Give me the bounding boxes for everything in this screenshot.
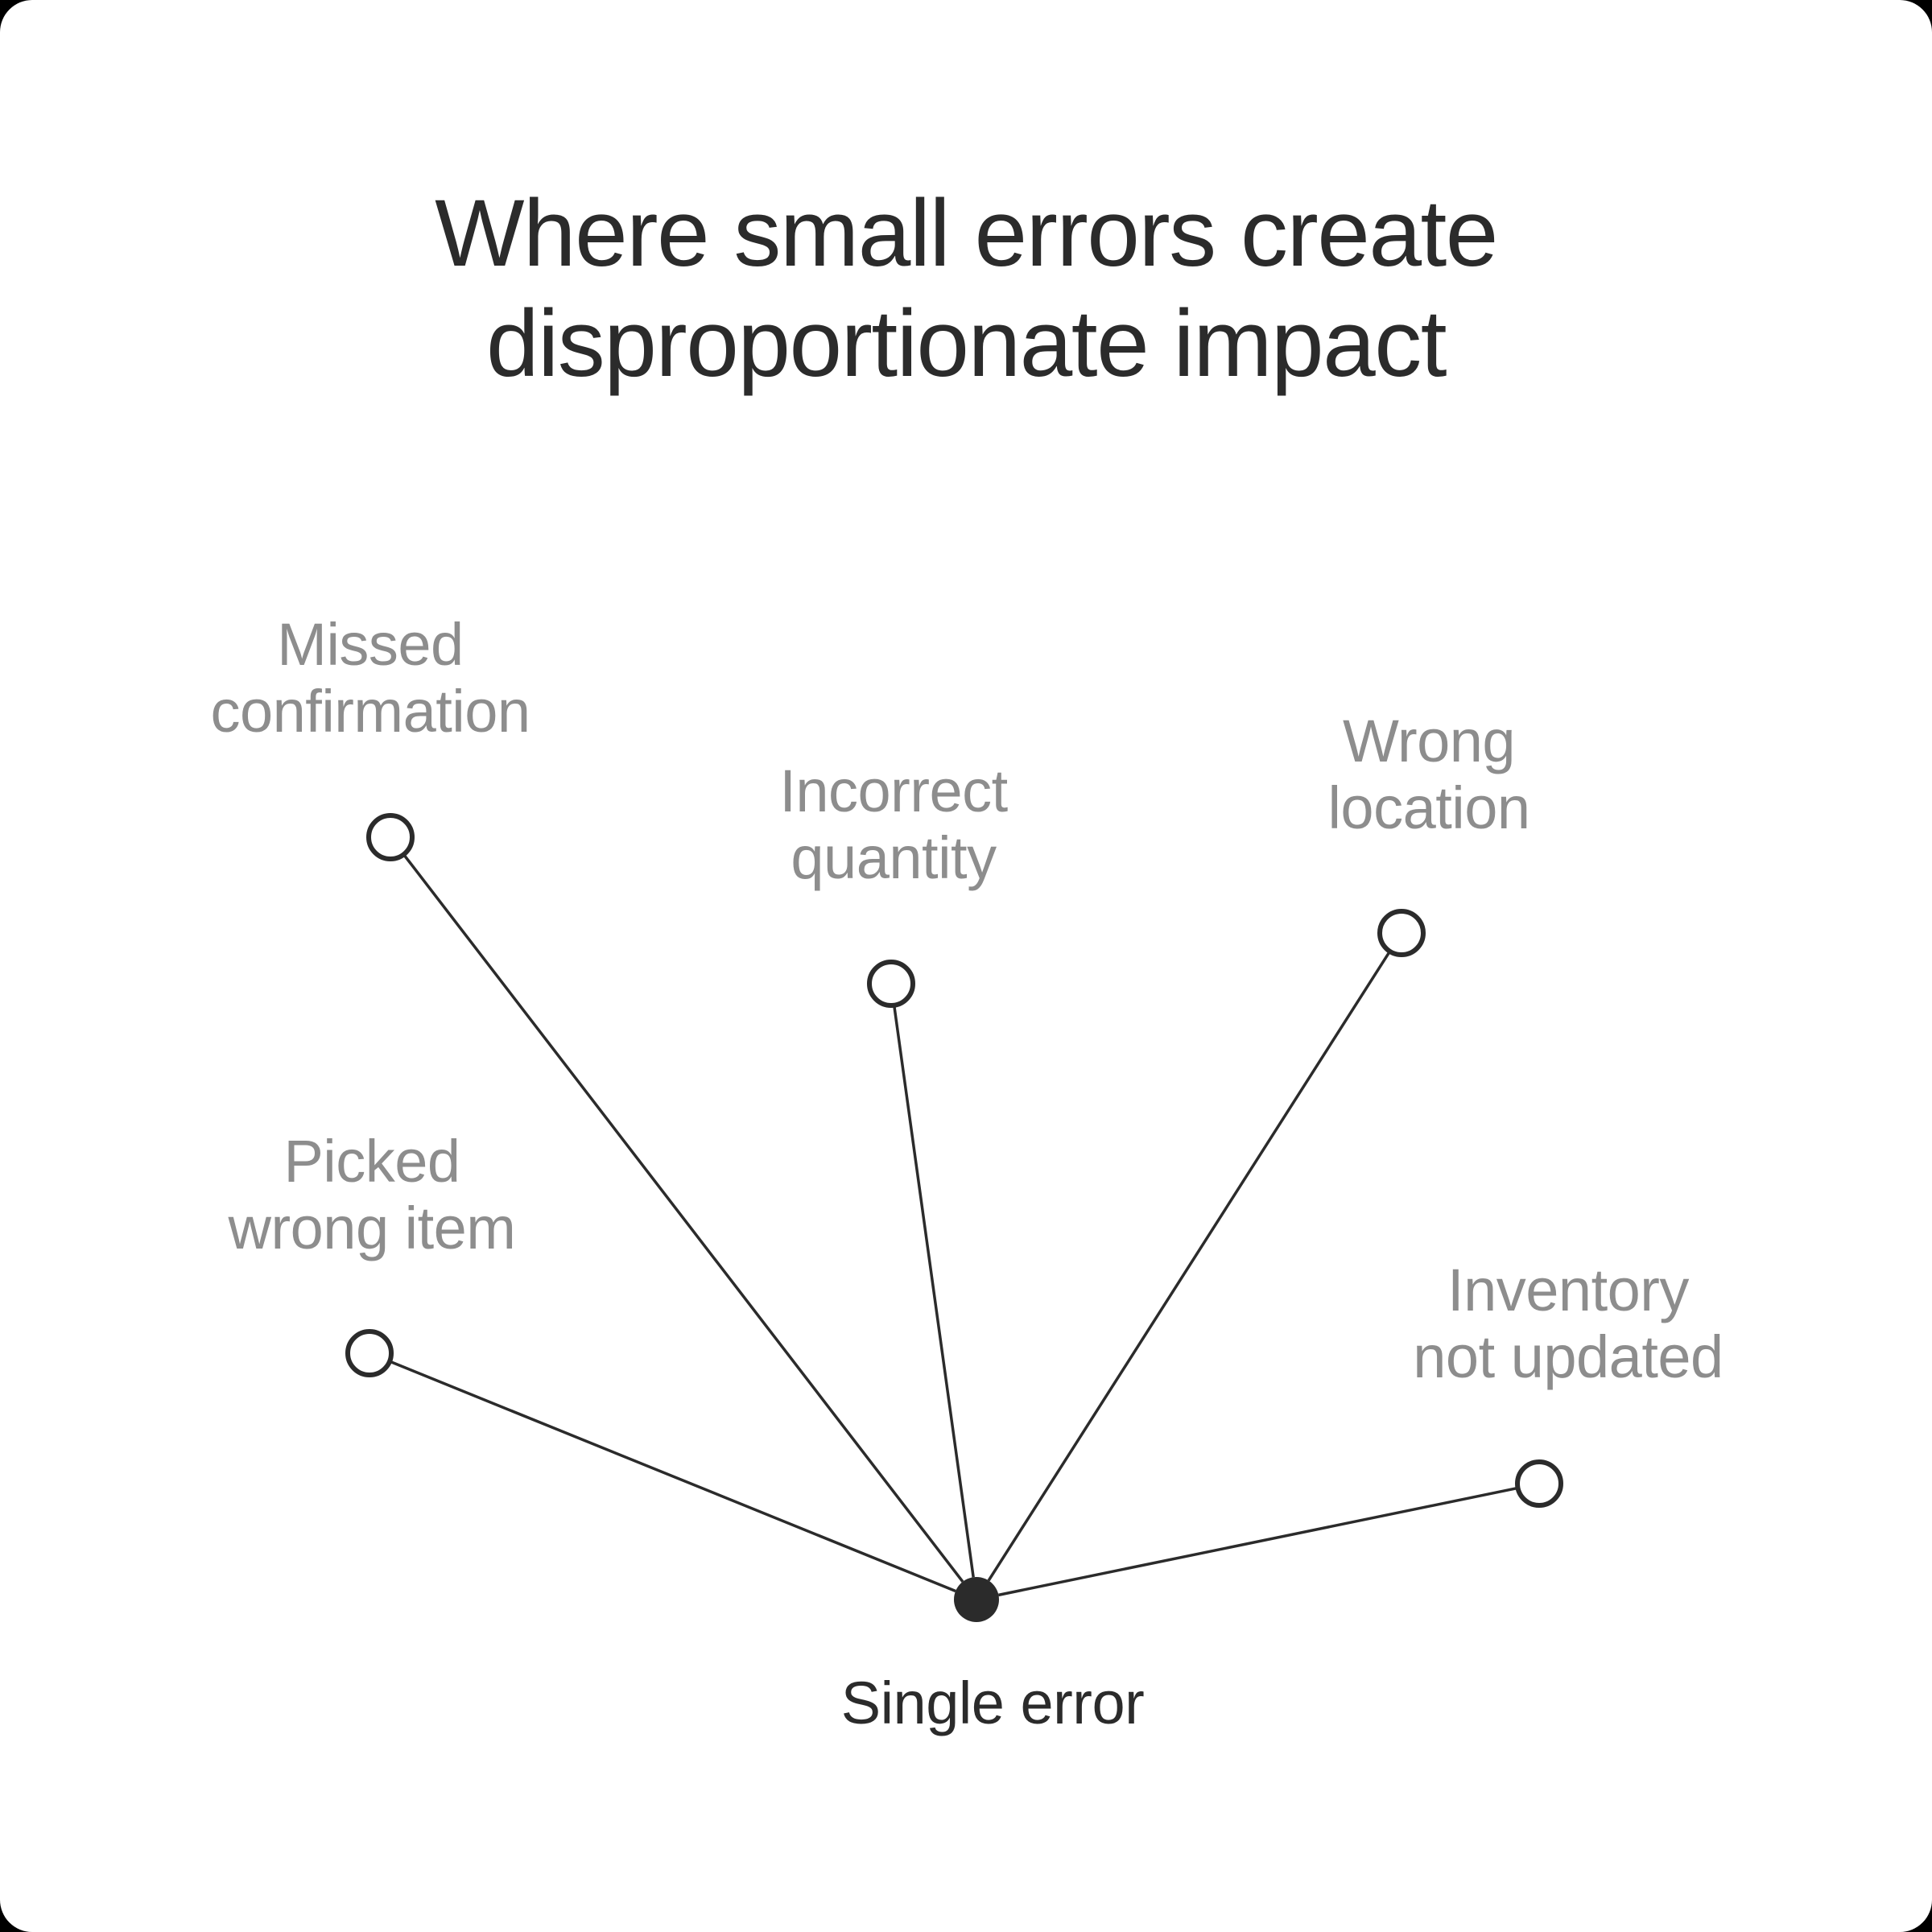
node-inventory-not-updated[interactable]: [1515, 1459, 1563, 1508]
node-missed-confirmation[interactable]: [366, 813, 415, 861]
page-title: Where small errors create disproportiona…: [435, 180, 1498, 397]
edge-incorrect-quantity-to-single-error: [892, 1005, 975, 1578]
node-single-error[interactable]: [954, 1577, 999, 1622]
edge-picked-wrong-item-to-single-error: [389, 1360, 956, 1593]
node-label-missed-confirmation: Missed confirmation: [210, 611, 530, 745]
node-label-inventory-not-updated: Inventory not updated: [1413, 1257, 1724, 1390]
node-label-wrong-location: Wrong location: [1327, 708, 1530, 841]
hub-label-single-error: Single error: [840, 1670, 1145, 1736]
nodes-layer: [345, 813, 1563, 1622]
node-label-incorrect-quantity: Incorrect quantity: [779, 758, 1008, 891]
edges-layer: [389, 853, 1518, 1597]
edge-wrong-location-to-single-error: [987, 950, 1391, 1582]
node-picked-wrong-item[interactable]: [345, 1329, 394, 1377]
node-label-picked-wrong-item: Picked wrong item: [228, 1128, 516, 1261]
edge-inventory-not-updated-to-single-error: [998, 1486, 1518, 1597]
node-wrong-location[interactable]: [1377, 909, 1426, 957]
node-incorrect-quantity[interactable]: [867, 960, 915, 1008]
edge-missed-confirmation-to-single-error: [402, 853, 964, 1583]
